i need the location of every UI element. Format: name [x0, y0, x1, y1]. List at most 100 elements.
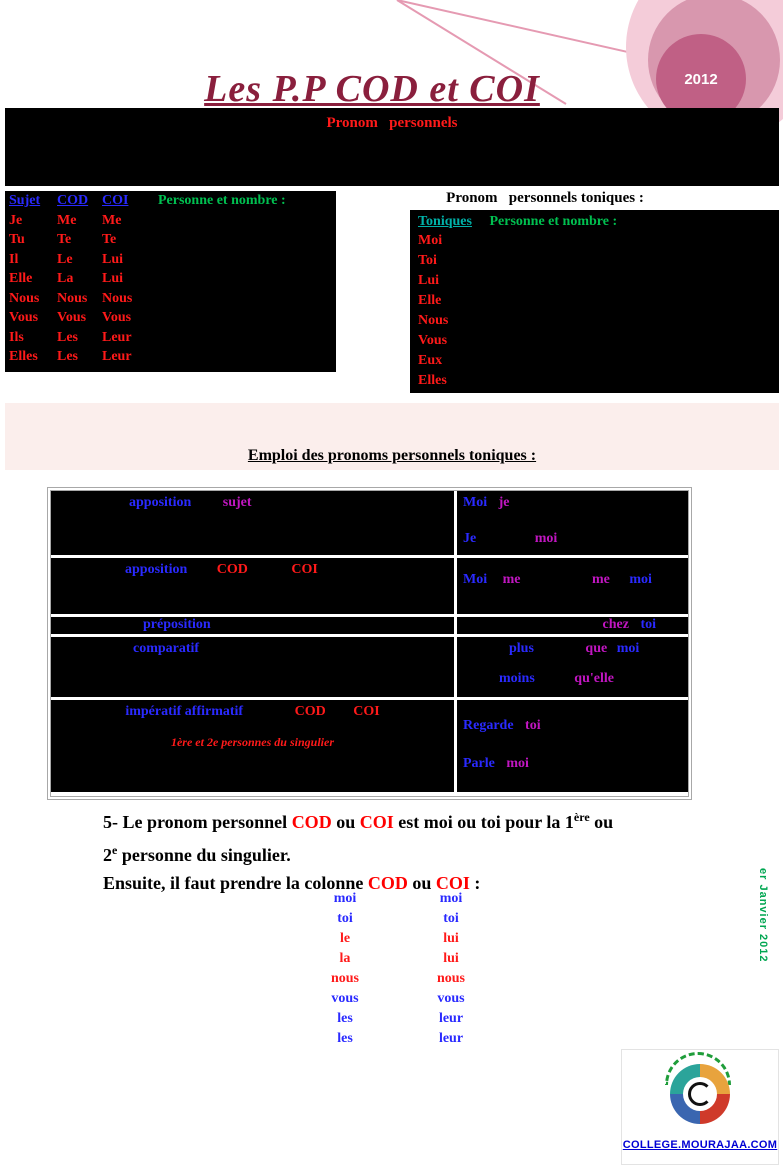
pronoun-cell: Je	[9, 212, 23, 228]
tonic-heading: Pronom personnels toniques :	[446, 190, 644, 206]
example-word: moins	[499, 671, 535, 686]
pronoun-banner: Pronom personnels	[5, 108, 779, 186]
example-word: me	[502, 572, 521, 587]
grammar-term: COI	[291, 562, 318, 577]
pronoun-cell: La	[57, 271, 74, 286]
example-word: Moi	[463, 495, 488, 510]
cod-pronoun: la	[339, 951, 351, 966]
year-label: 2012	[684, 70, 718, 88]
website-caption: COLLEGE.MOURAJAA.COM	[622, 1139, 778, 1151]
tonic-item: Vous	[418, 333, 448, 348]
pronoun-cell: Te	[102, 232, 117, 247]
coi-pronoun: moi	[439, 891, 463, 906]
logo-center-mark	[688, 1082, 712, 1106]
spacer	[158, 291, 336, 311]
pronoun-columns: moi moi toi toi le lui la lui nous nous …	[292, 889, 504, 1049]
emploi-cell-right-1: Moi je Je moi	[457, 491, 688, 555]
text-run: Ensuite, il faut prendre la colonne	[103, 873, 368, 893]
emploi-cell-left-3: préposition	[51, 617, 454, 634]
spacer	[158, 349, 336, 369]
pronoun-cell: Nous	[57, 290, 88, 306]
emploi-cell-right-5: Regarde toi Parle moi	[457, 700, 688, 792]
pronoun-cell: Ils	[9, 329, 24, 345]
pronoun-cell: Elle	[9, 271, 33, 286]
pronoun-cell: Les	[57, 329, 78, 345]
col-header-cod: COD	[57, 193, 89, 208]
text-run: ou	[331, 812, 360, 832]
pronoun-cell: Elles	[9, 349, 38, 364]
example-word: je	[498, 495, 510, 510]
spacer	[158, 213, 336, 233]
example-word: qu'elle	[574, 671, 614, 686]
pronoun-table: Sujet COD COI Personne et nombre : Je Me…	[5, 191, 336, 372]
grammar-term: COD	[294, 704, 326, 719]
emploi-banner: Emploi des pronoms personnels toniques :	[5, 403, 779, 470]
pronoun-cell: Lui	[102, 271, 124, 286]
superscript: e	[112, 843, 118, 857]
grammar-term: apposition	[125, 562, 188, 577]
cod-pronoun: le	[339, 931, 351, 946]
cod-pronoun: toi	[337, 911, 353, 926]
table-note: Personne et nombre :	[489, 214, 618, 229]
emploi-cell-left-2: apposition COD COI	[51, 558, 454, 614]
pronoun-cell: Vous	[57, 310, 87, 325]
example-word: Moi	[463, 572, 488, 587]
emploi-cell-left-4: comparatif	[51, 637, 454, 697]
coi-pronoun: lui	[443, 931, 459, 946]
example-word: plus	[509, 641, 534, 656]
spacer	[158, 232, 336, 252]
example-word: Je	[463, 531, 477, 546]
example-word: moi	[534, 531, 558, 546]
tonic-item: Nous	[418, 313, 449, 328]
pronoun-cell: Il	[9, 251, 19, 267]
pronoun-banner-title: Pronom personnels	[326, 115, 458, 131]
emploi-table: apposition sujet Moi je Je moi appositio…	[47, 487, 692, 800]
example-word: chez	[602, 617, 629, 632]
grammar-term: préposition	[143, 617, 211, 632]
coi-pronoun: nous	[436, 971, 466, 986]
spacer	[158, 252, 336, 272]
superscript: ère	[573, 810, 590, 824]
coi-pronoun: lui	[443, 951, 459, 966]
tonic-item: Eux	[418, 353, 443, 368]
coi-pronoun: vous	[437, 991, 465, 1006]
example-word: que	[585, 641, 608, 656]
spacer	[158, 330, 336, 350]
col-header-coi: COI	[102, 193, 129, 208]
coi-pronoun: toi	[443, 911, 459, 926]
pronoun-cell: Leur	[102, 349, 132, 364]
school-logo	[659, 1052, 741, 1136]
pronoun-cell: Les	[57, 349, 78, 364]
decorative-lines	[396, 0, 651, 105]
tonic-item: Elles	[418, 373, 447, 388]
pronoun-cell: Me	[102, 212, 122, 228]
cod-pronoun: les	[337, 1011, 353, 1026]
grammar-term: COD	[216, 562, 248, 577]
tonic-item: Lui	[418, 273, 440, 288]
example-word: moi	[629, 572, 652, 587]
coi-pronoun: leur	[438, 1031, 464, 1046]
example-word: toi	[525, 718, 541, 733]
grammar-term: apposition	[129, 495, 192, 510]
spacer	[158, 271, 336, 291]
coi-label: COI	[435, 873, 470, 893]
spacer	[158, 310, 336, 330]
grammar-term: sujet	[222, 495, 252, 510]
pronoun-cell: Nous	[9, 290, 40, 306]
text-run: est moi ou toi pour la 1	[393, 812, 574, 832]
coi-label: COI	[359, 812, 394, 832]
pronoun-cell: Vous	[9, 310, 39, 325]
tonic-table: Toniques Personne et nombre : Moi Toi Lu…	[410, 210, 779, 393]
pronoun-cell: Leur	[102, 329, 132, 345]
cod-pronoun: nous	[330, 971, 360, 986]
text-run: :	[469, 873, 481, 893]
text-run: ou	[407, 873, 436, 893]
pronoun-cell: Te	[57, 232, 72, 247]
col-header-toniques: Toniques	[418, 214, 472, 229]
emploi-cell-left-5: impératif affirmatif COD COI 1ère et 2e …	[51, 700, 454, 792]
cod-label: COD	[291, 812, 332, 832]
cod-pronoun: vous	[331, 991, 359, 1006]
grammar-term: comparatif	[133, 641, 200, 656]
cod-label: COD	[367, 873, 408, 893]
tonic-item: Toi	[418, 253, 437, 268]
